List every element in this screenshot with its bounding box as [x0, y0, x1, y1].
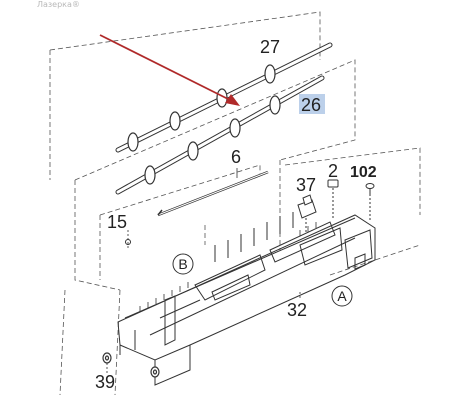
label-6: 6 [231, 147, 241, 167]
leader-lines [106, 292, 301, 373]
group-outlines [49, 11, 421, 396]
roller-26 [115, 75, 325, 195]
frame-teeth [139, 222, 317, 312]
label-102: 102 [350, 164, 377, 181]
part-2 [327, 179, 339, 218]
label-b: B [178, 256, 187, 272]
watermark-text: Лазерка® [37, 0, 80, 9]
circle-marker-a: A [331, 285, 353, 307]
screw-102 [365, 183, 375, 220]
label-37: 37 [296, 175, 316, 195]
part-26-highlight [299, 94, 325, 114]
label-2: 2 [328, 161, 338, 181]
circle-marker-b: B [172, 253, 194, 275]
washer-39 [102, 352, 160, 378]
label-15: 15 [107, 212, 127, 232]
guide-bar-6 [157, 168, 269, 217]
label-26: 26 [301, 95, 321, 115]
label-32: 32 [287, 300, 307, 320]
label-39: 39 [95, 372, 115, 392]
spring-15 [125, 230, 131, 248]
main-frame-32 [117, 212, 376, 386]
label-a: A [337, 288, 347, 304]
label-27: 27 [260, 37, 280, 57]
bracket-37 [297, 194, 317, 232]
pointer-arrow [99, 34, 240, 106]
